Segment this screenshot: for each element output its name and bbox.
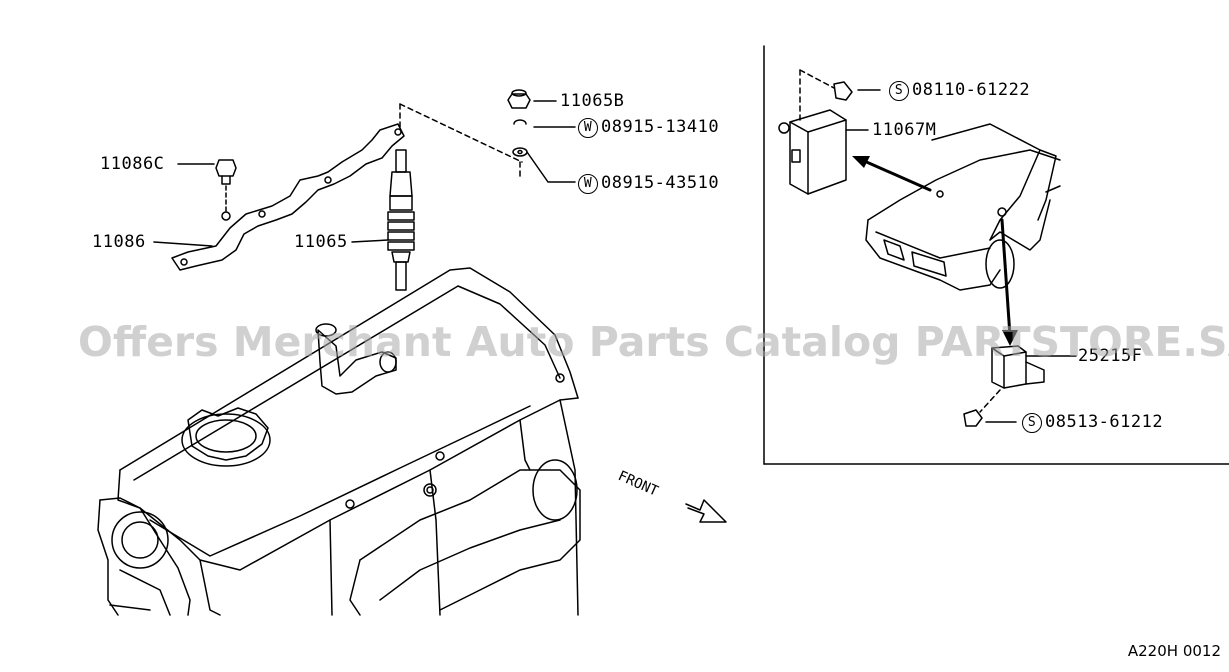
s-prefix: S — [889, 81, 909, 101]
label-11067m: 11067M — [872, 120, 937, 140]
small-parts-stack — [507, 89, 531, 157]
leader-lines-left — [153, 100, 576, 247]
inset-arrowheads — [852, 156, 1018, 346]
dashed-guide — [399, 103, 523, 181]
w-prefix: W — [578, 118, 598, 138]
inset-frame — [763, 45, 1229, 465]
s-prefix: S — [1022, 413, 1042, 433]
nut-11086c — [215, 159, 237, 221]
relay-25215f — [963, 345, 1077, 427]
control-unit-11067m — [778, 69, 881, 195]
label-25215f: 25215F — [1078, 346, 1143, 366]
engine-head — [97, 267, 581, 616]
front-arrow — [685, 499, 727, 523]
glow-plug-11065 — [387, 149, 415, 291]
label-11086: 11086 — [92, 232, 146, 252]
label-11065b: 11065B — [560, 91, 625, 111]
watermark: Offers Merchant Auto Parts Catalog PARTS… — [78, 318, 1229, 366]
label-11065: 11065 — [294, 232, 348, 252]
w-prefix: W — [578, 174, 598, 194]
connecting-plate-11086 — [171, 123, 405, 271]
label-11086c: 11086C — [100, 154, 165, 174]
car-front — [865, 123, 1061, 291]
diagram-code: A220H 0012 — [1127, 642, 1221, 660]
inset-arrows — [860, 158, 1012, 338]
